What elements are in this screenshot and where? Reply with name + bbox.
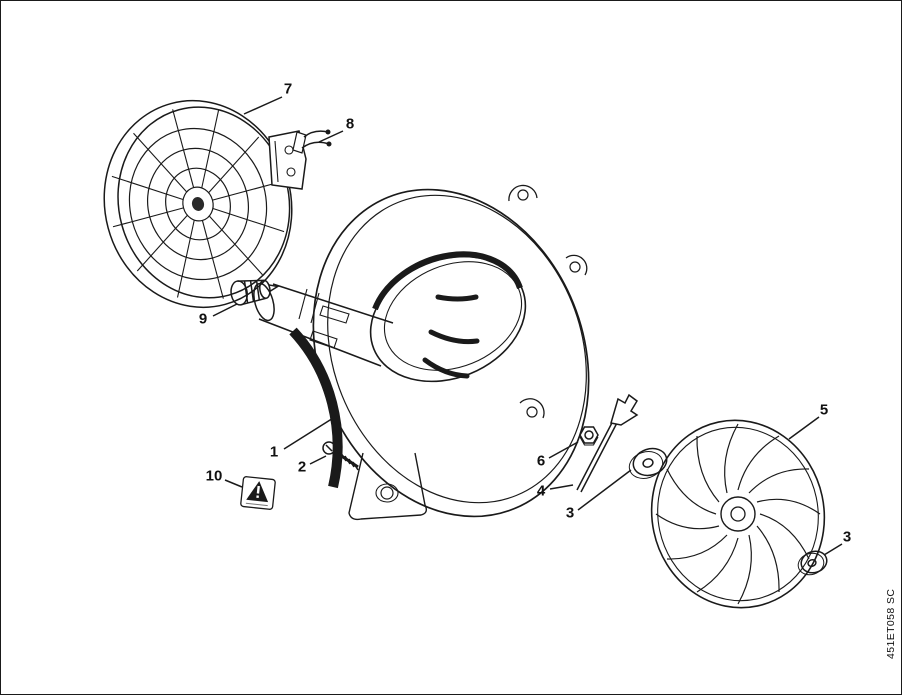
part-label-10: 10 xyxy=(205,467,223,485)
part-label-1: 1 xyxy=(269,443,279,461)
washer-right-drawing xyxy=(797,550,828,576)
leader-lines xyxy=(212,96,843,556)
fan-guard-drawing xyxy=(103,99,293,309)
blower-housing-drawing xyxy=(253,184,590,521)
part-label-7: 7 xyxy=(283,80,293,98)
pawl-drawing xyxy=(576,393,639,493)
nut-drawing xyxy=(579,426,599,446)
part-label-5: 5 xyxy=(819,401,829,419)
warning-label-drawing xyxy=(240,476,276,510)
spring-clip-drawing xyxy=(292,129,332,154)
screw-drawing xyxy=(322,441,359,471)
fan-wheel-drawing xyxy=(650,419,826,609)
part-label-8: 8 xyxy=(345,115,355,133)
knob-drawing xyxy=(230,279,280,306)
part-label-2: 2 xyxy=(297,458,307,476)
part-label-3-right: 3 xyxy=(842,528,852,546)
part-label-4: 4 xyxy=(536,482,546,500)
diagram-plate-code: 451ET058 SC xyxy=(885,588,897,659)
part-label-9: 9 xyxy=(198,310,208,328)
part-label-6: 6 xyxy=(536,452,546,470)
part-label-3-center: 3 xyxy=(565,504,575,522)
